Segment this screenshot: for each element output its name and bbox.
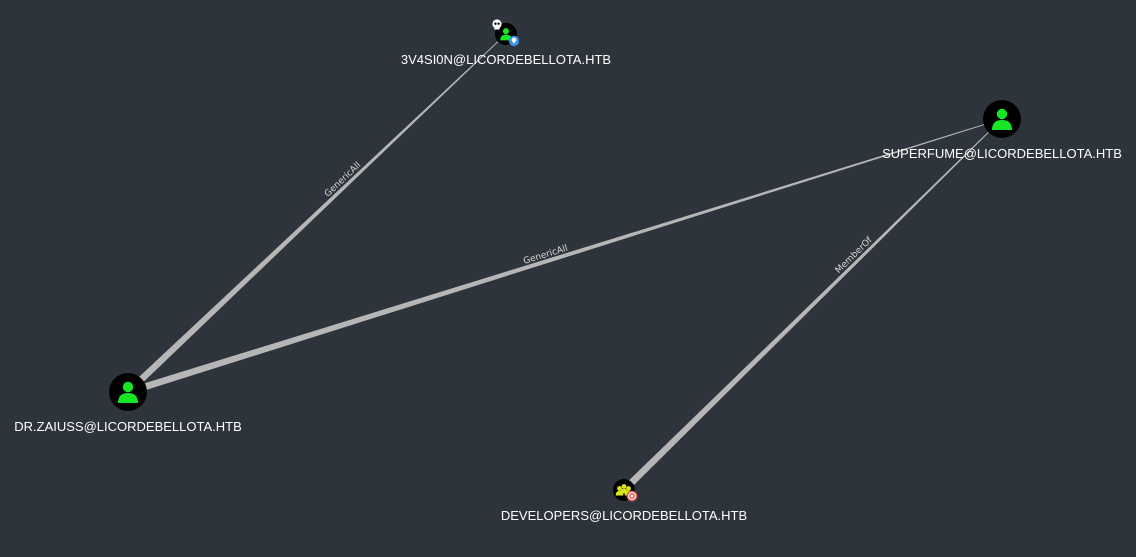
user-icon-head xyxy=(502,28,510,35)
node-3v4si0n[interactable]: 3V4SI0N@LICORDEBELLOTA.HTB xyxy=(401,19,611,67)
edge-label: GenericAll xyxy=(323,161,363,200)
edge-genericall[interactable]: GenericAll xyxy=(126,118,1003,396)
node-label: DR.ZAIUSS@LICORDEBELLOTA.HTB xyxy=(14,419,242,434)
node-label: DEVELOPERS@LICORDEBELLOTA.HTB xyxy=(501,508,747,523)
user-icon xyxy=(500,28,512,41)
edge-label: MemberOf xyxy=(834,235,875,276)
edge-memberof[interactable]: MemberOf xyxy=(621,118,1003,493)
skull-icon xyxy=(492,19,502,30)
edge-line[interactable] xyxy=(126,118,1003,396)
node-label: SUPERFUME@LICORDEBELLOTA.HTB xyxy=(882,146,1122,161)
node-dr-zaiuss[interactable]: DR.ZAIUSS@LICORDEBELLOTA.HTB xyxy=(14,373,242,434)
user-icon-body xyxy=(118,393,138,403)
node-developers[interactable]: DEVELOPERS@LICORDEBELLOTA.HTB xyxy=(501,479,747,523)
edge-line[interactable] xyxy=(621,118,1003,493)
user-icon-body xyxy=(500,34,512,41)
target-icon xyxy=(626,490,638,502)
node-label: 3V4SI0N@LICORDEBELLOTA.HTB xyxy=(401,52,611,67)
edge-line[interactable] xyxy=(125,33,507,395)
user-icon-body xyxy=(992,120,1012,130)
nodes-layer: 3V4SI0N@LICORDEBELLOTA.HTB SUPERFUME@LICO… xyxy=(14,19,1122,523)
node-superfume[interactable]: SUPERFUME@LICORDEBELLOTA.HTB xyxy=(882,100,1122,161)
user-icon xyxy=(118,381,138,403)
location-pin-icon xyxy=(508,35,520,47)
user-icon-head xyxy=(122,381,134,393)
user-icon-head xyxy=(996,108,1008,120)
edge-genericall[interactable]: GenericAll xyxy=(125,33,507,395)
user-icon xyxy=(992,108,1012,130)
